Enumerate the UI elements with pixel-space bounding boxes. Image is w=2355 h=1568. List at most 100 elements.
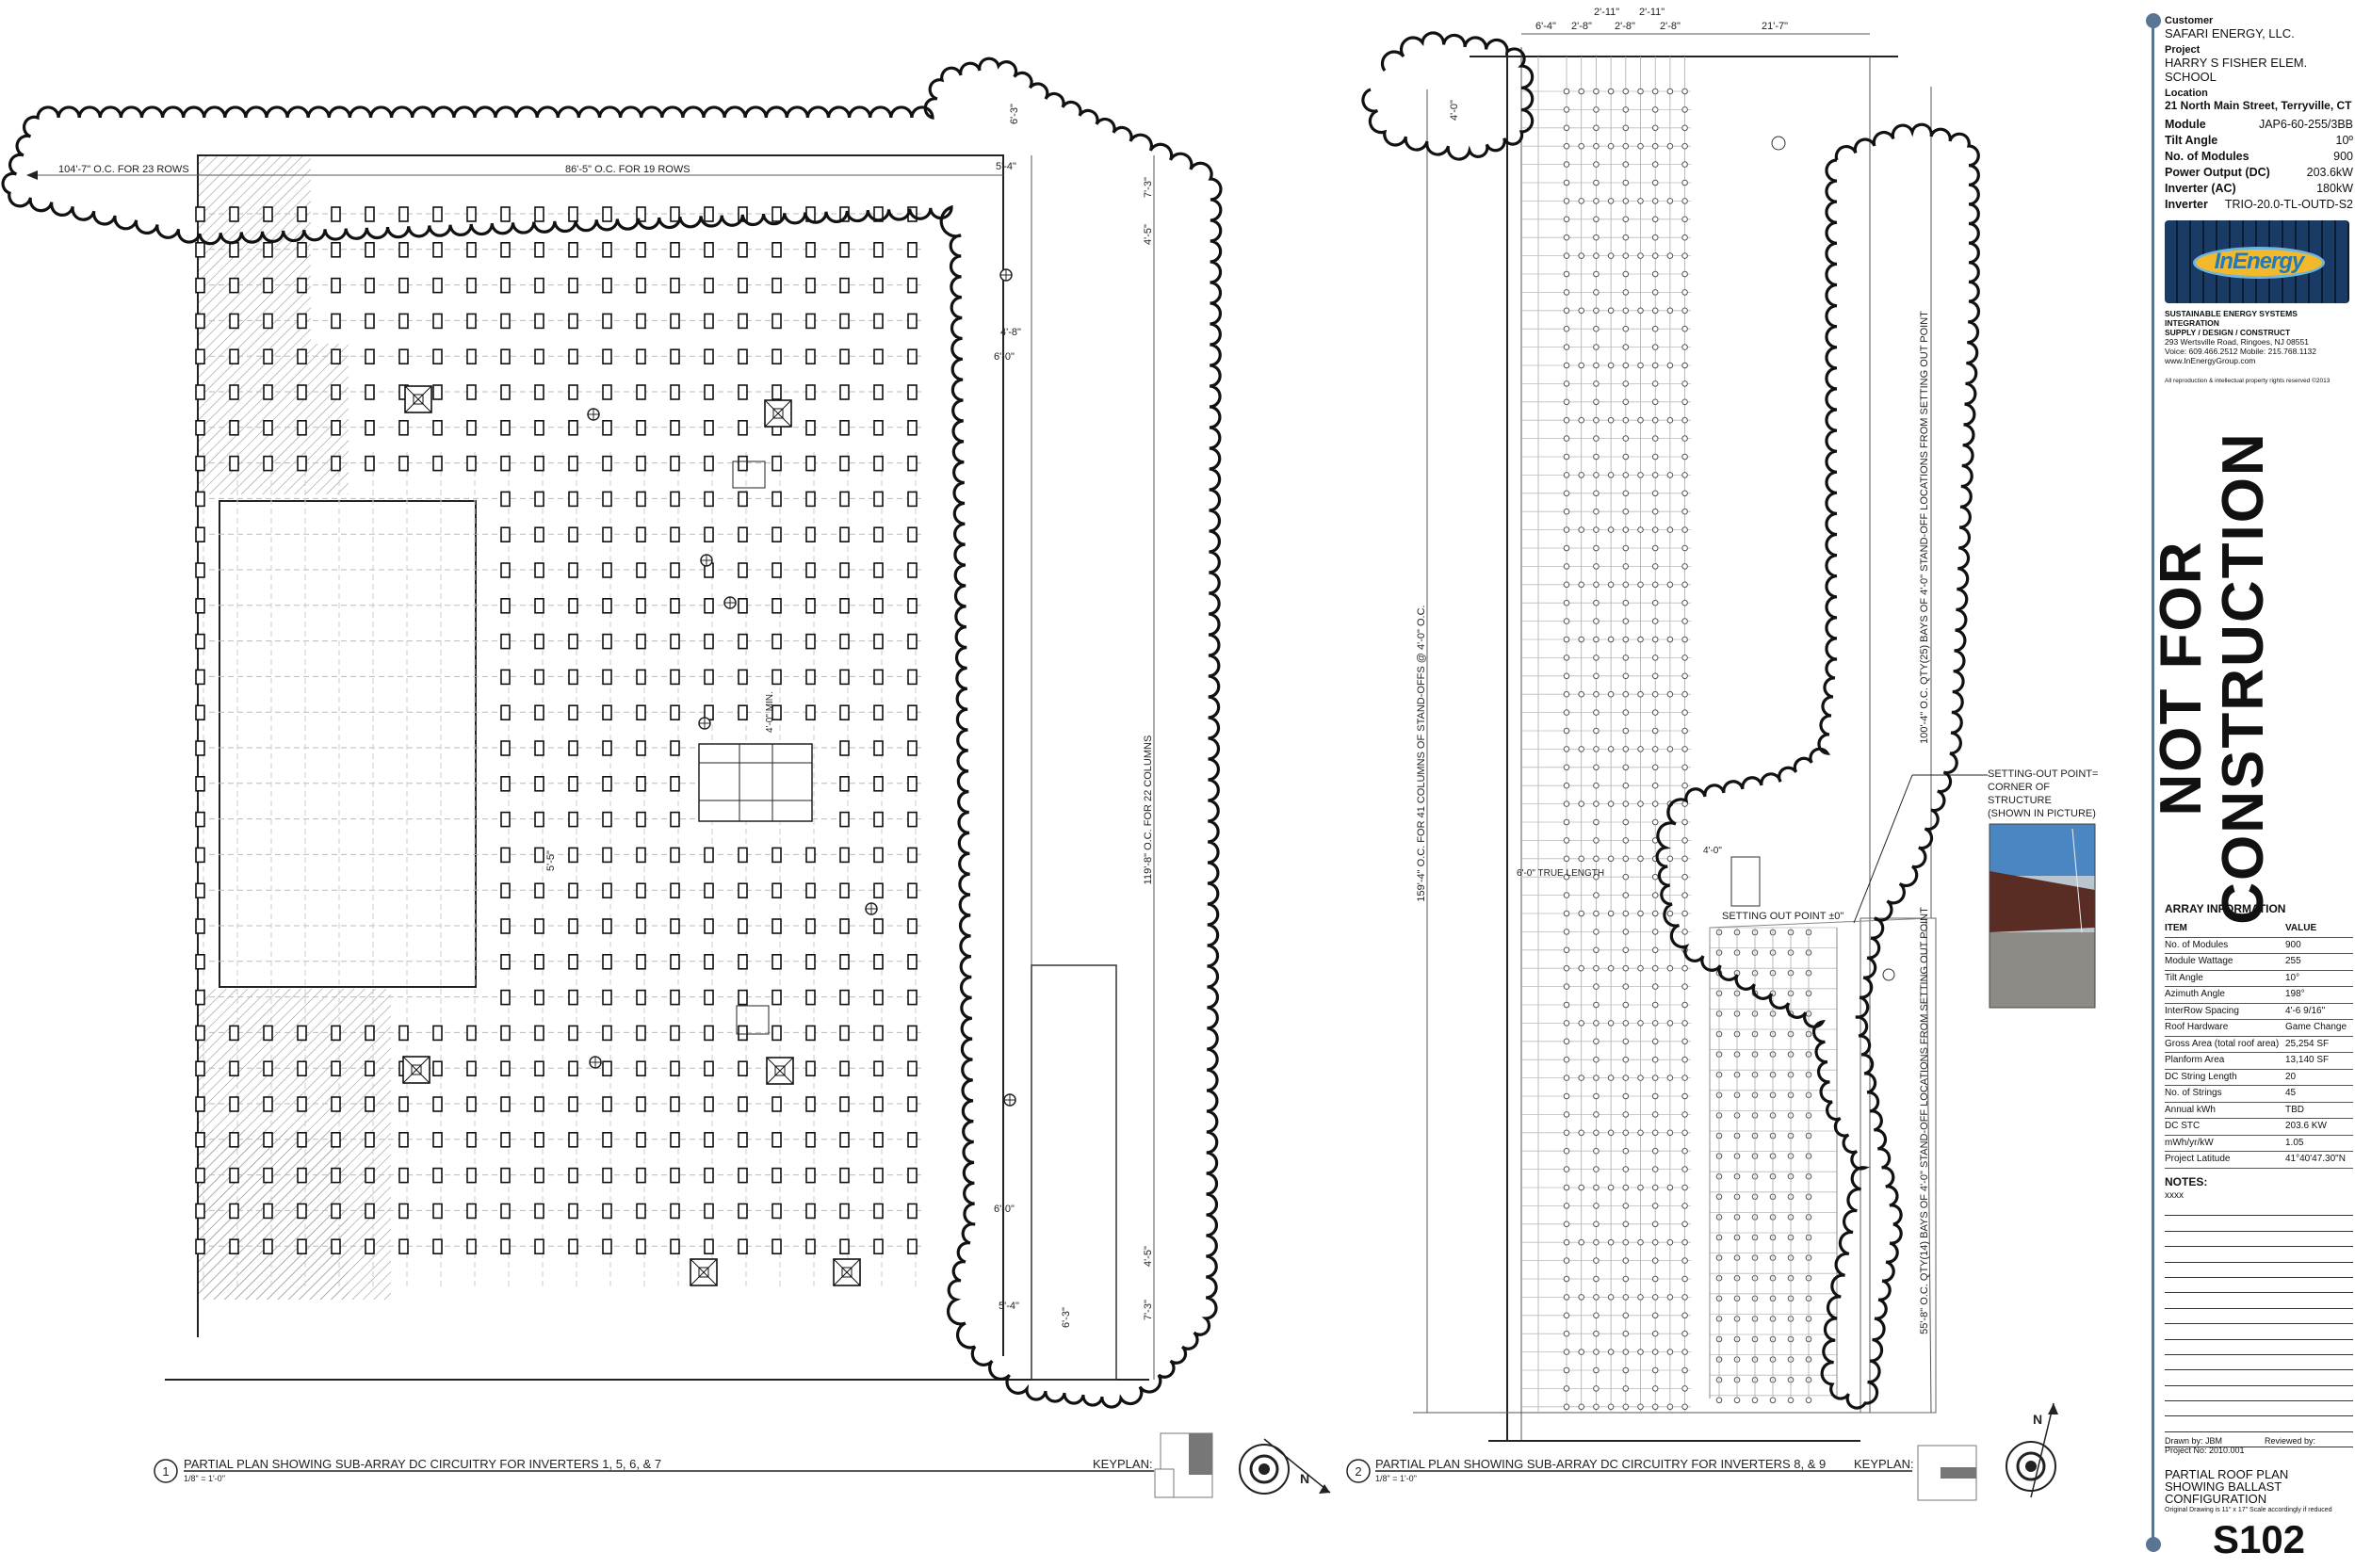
standoff-point: [1637, 1075, 1644, 1081]
ballast-block: [771, 1238, 782, 1254]
note-line: [2165, 1201, 2353, 1217]
note-line: [2165, 1293, 2353, 1309]
ballast-block: [805, 526, 816, 543]
ballast-block: [670, 953, 680, 970]
standoff-point: [1622, 1092, 1630, 1100]
ballast-block: [704, 1025, 714, 1042]
ballast-block: [534, 704, 544, 721]
standoff-point: [1681, 106, 1688, 113]
dimension-label: 4'-5": [1143, 224, 1154, 245]
table-cell-item: No. of Strings: [2165, 1088, 2222, 1098]
ballast-block: [738, 953, 748, 970]
ballast-block: [534, 597, 544, 614]
ballast-block: [229, 1060, 239, 1076]
ballast-block: [432, 313, 443, 330]
standoff-point: [1622, 1403, 1630, 1411]
standoff-point: [1563, 1385, 1570, 1392]
standoff-point: [1578, 252, 1584, 259]
project-name: HARRY S FISHER ELEM. SCHOOL: [2165, 56, 2308, 84]
dimension-label: 2'-8": [1571, 21, 1592, 32]
standoff-point: [1593, 946, 1600, 954]
standoff-point: [1563, 1257, 1570, 1264]
ballast-block: [839, 918, 850, 934]
dimension-columns: 119'-8" O.C. FOR 22 COLUMNS: [1143, 736, 1154, 885]
standoff-point: [1593, 124, 1600, 132]
ballast-block: [432, 241, 443, 258]
standoff-point: [1681, 1184, 1688, 1191]
ballast-block: [873, 953, 884, 970]
standoff-point: [1666, 636, 1674, 643]
ballast-block: [907, 1060, 918, 1076]
table-cell-item: Project Latitude: [2165, 1154, 2231, 1164]
standoff-point: [1593, 1056, 1600, 1063]
standoff-point: [1681, 1366, 1688, 1374]
standoff-point: [1666, 472, 1674, 478]
standoff-point: [1622, 234, 1630, 241]
ballast-block: [195, 704, 205, 721]
ballast-block: [839, 775, 850, 792]
table-cell-value: 4'-6 9/16": [2285, 1005, 2326, 1016]
ballast-block: [670, 1025, 680, 1042]
ballast-block: [873, 847, 884, 864]
ballast-block: [365, 1060, 375, 1076]
ballast-block: [331, 1060, 341, 1076]
standoff-point: [1681, 472, 1688, 478]
ballast-block: [331, 1203, 341, 1220]
standoff-point: [1666, 746, 1674, 752]
standoff-point: [1563, 325, 1570, 332]
standoff-point: [1681, 1312, 1688, 1319]
standoff-point: [1651, 1257, 1659, 1264]
ballast-block: [907, 918, 918, 934]
ballast-block: [873, 633, 884, 650]
ballast-block: [704, 1060, 714, 1076]
standoff-point: [1607, 1294, 1615, 1301]
standoff-point: [1651, 1184, 1659, 1191]
standoff-point: [1563, 270, 1570, 278]
ballast-block: [636, 704, 646, 721]
ballast-block: [602, 633, 612, 650]
table-cell-value: 45: [2285, 1088, 2297, 1098]
standoff-point: [1666, 690, 1674, 698]
ballast-block: [365, 241, 375, 258]
table-row: Gross Area (total roof area)25,254 SF: [2165, 1037, 2353, 1053]
standoff-point: [1637, 1349, 1644, 1355]
rail-dot-top: [2146, 13, 2161, 28]
standoff-point: [1637, 472, 1644, 478]
ballast-block: [195, 455, 205, 472]
ballast-block: [263, 313, 273, 330]
standoff-point: [1622, 818, 1630, 826]
standoff-point: [1593, 1001, 1600, 1009]
ballast-block: [771, 526, 782, 543]
standoff-point: [1593, 544, 1600, 552]
ballast-block: [738, 669, 748, 686]
standoff-point: [1681, 344, 1688, 350]
ballast-block: [568, 455, 578, 472]
note-line: [2165, 1370, 2353, 1386]
ballast-block: [195, 989, 205, 1006]
north-arrow-icon: N: [2006, 1402, 2058, 1498]
standoff-point: [1637, 307, 1644, 315]
ballast-block: [568, 206, 578, 222]
standoff-point: [1666, 581, 1674, 589]
ballast-block: [365, 277, 375, 294]
ballast-block: [297, 313, 307, 330]
standoff-point: [1578, 1349, 1584, 1355]
standoff-point: [1651, 764, 1659, 771]
ballast-block: [534, 847, 544, 864]
ballast-block: [907, 1203, 918, 1220]
ballast-block: [602, 241, 612, 258]
ballast-block: [839, 1025, 850, 1042]
ballast-block: [568, 597, 578, 614]
standoff-point: [1651, 124, 1659, 132]
dimension-label: 4'-0": [1703, 846, 1722, 856]
ballast-block: [636, 1096, 646, 1112]
standoff-point: [1681, 1111, 1688, 1118]
standoff-point: [1681, 1056, 1688, 1063]
ballast-block: [568, 847, 578, 864]
standoff-point: [1622, 344, 1630, 350]
standoff-point: [1637, 800, 1644, 807]
standoff-point: [1563, 124, 1570, 132]
standoff-point: [1651, 636, 1659, 643]
